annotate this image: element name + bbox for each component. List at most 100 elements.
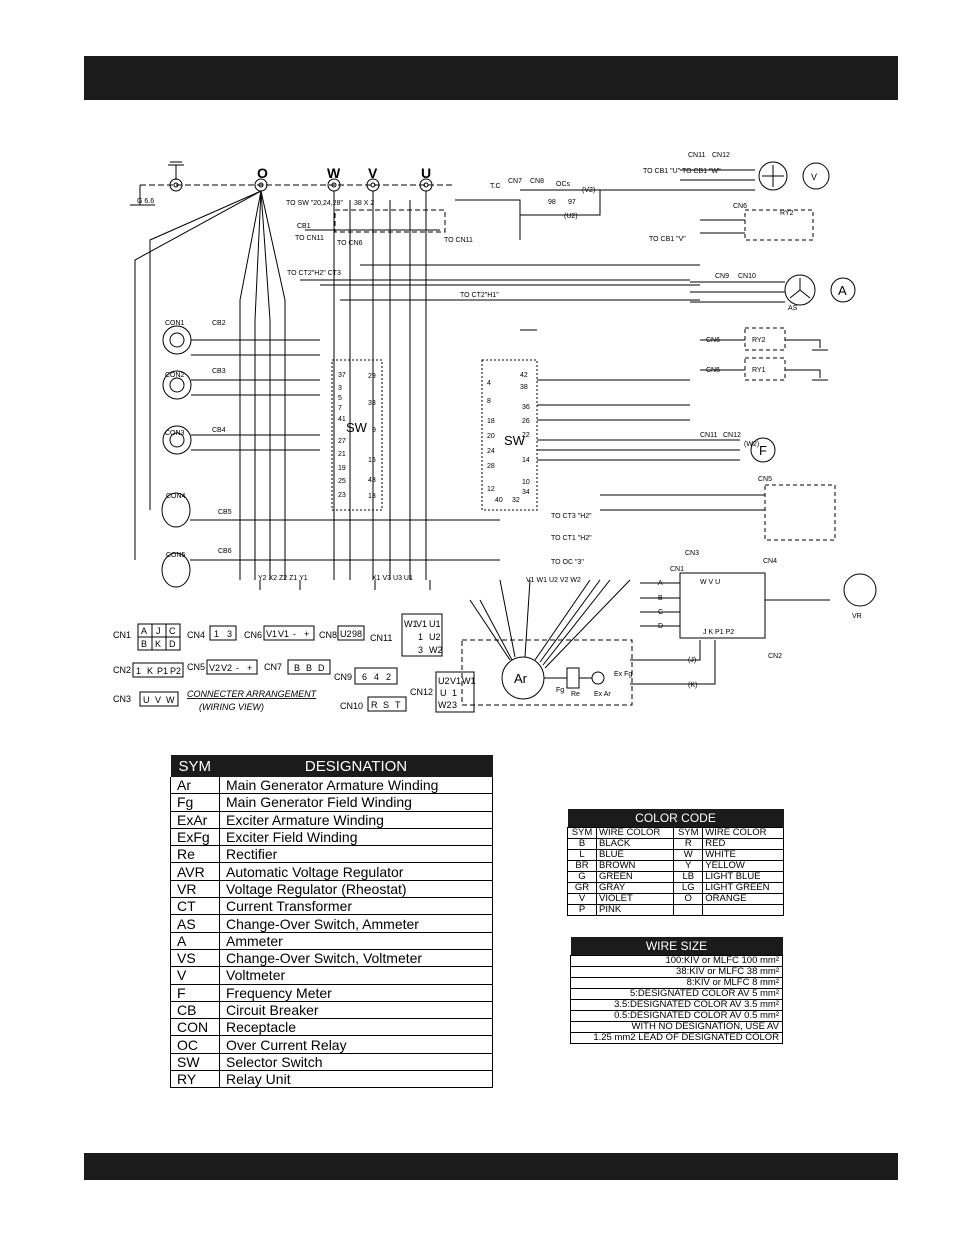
designation-text: Relay Unit: [219, 1070, 493, 1089]
connector-name: CN4: [187, 630, 205, 640]
color-code-sym: LG: [673, 882, 704, 894]
avr-pin-c: C: [658, 609, 663, 616]
wire-size-text: 100:KIV or MLFC 100 mm²: [570, 955, 783, 967]
freq-label: F: [759, 443, 767, 458]
sw-pin: 20: [487, 433, 495, 440]
sw-pin: 14: [522, 457, 530, 464]
connector-cell: W1: [462, 676, 476, 686]
sw-pin: 33: [368, 400, 376, 407]
cn11-mid-label: CN11: [700, 432, 717, 439]
exar-label: Ex Ar: [594, 691, 611, 698]
avr-pin-a: A: [658, 580, 663, 587]
designation-sym: Fg: [170, 793, 220, 812]
connector-cn5: CN5 V2 V2 - +: [187, 659, 258, 675]
connector-cell: J: [156, 626, 161, 636]
to-cb1-note: TO CB1 "U" TO CB1 "W": [643, 168, 721, 175]
wire-size-text: 8:KIV or MLFC 8 mm²: [570, 977, 783, 989]
connector-cell: U2: [438, 676, 450, 686]
connector-name: CN6: [244, 630, 262, 640]
sw-pin: 43: [368, 477, 376, 484]
connector-cell: V2: [209, 663, 220, 673]
color-code-color: LIGHT GREEN: [702, 882, 784, 894]
ocs-label: OCs: [556, 181, 571, 188]
bottom-wires-right: V1 W1 U2 V2 W2: [526, 577, 581, 584]
connector-cn2: CN2 1 K P1 P2: [113, 662, 184, 678]
connector-cn8: CN8 U2 98: [319, 625, 365, 641]
fg-label: Fg: [556, 687, 564, 694]
connector-cell: W2: [438, 700, 452, 710]
wire-size-row: 100:KIV or MLFC 100 mm²: [570, 955, 783, 967]
connector-cell: 98: [352, 629, 362, 639]
terminal-u: U: [421, 165, 431, 181]
terminal-o: O: [257, 165, 268, 181]
cn9-label: CN9: [715, 273, 729, 280]
color-code-color: BROWN: [595, 860, 675, 872]
designation-sym: V: [170, 966, 220, 985]
designation-sym: SW: [170, 1053, 220, 1072]
connector-cell: U: [143, 695, 150, 705]
color-code-header: WIRE COLOR: [702, 827, 784, 839]
connector-cell: S: [383, 700, 389, 710]
connector-cell: P2: [170, 666, 181, 676]
color-code-sym: BR: [567, 860, 597, 872]
connector-name: CN1: [113, 630, 131, 640]
avr-bottom-pins: J K P1 P2: [703, 629, 734, 636]
cb5-label: CB5: [218, 509, 232, 516]
connector-cell: K: [147, 666, 153, 676]
connector-name: CN10: [340, 701, 363, 711]
con3-label: CON3: [165, 430, 185, 437]
connector-cell: 1: [136, 666, 141, 676]
color-code-header-row: SYM WIRE COLOR SYM WIRE COLOR: [567, 827, 784, 839]
wire-size-text: 5:DESIGNATED COLOR AV 5 mm²: [570, 988, 783, 1000]
connector-cell: U1: [429, 619, 441, 629]
ground-label: G 6.6: [137, 198, 154, 205]
sw-right-label: SW: [504, 433, 526, 448]
designation-sym: CB: [170, 1001, 220, 1020]
connector-cell: +: [304, 629, 309, 639]
sw-pin: 3: [338, 385, 342, 392]
connector-cell: A: [141, 626, 147, 636]
designation-sym: CT: [170, 897, 220, 916]
sw-right-pins-right: 42 38 36 26 22 14 10 34 32: [512, 372, 530, 504]
color-code-color: YELLOW: [702, 860, 784, 872]
designation-sym: ExAr: [170, 811, 220, 829]
avr-top-pins: W V U: [700, 579, 720, 586]
con2-label: CON2: [165, 372, 185, 379]
designation-text: Rectifier: [219, 845, 493, 864]
designation-text: Selector Switch: [219, 1053, 493, 1072]
cn7-top-label: CN7: [508, 178, 522, 185]
connector-cell: T: [395, 700, 401, 710]
designation-text: Main Generator Armature Winding: [219, 777, 493, 795]
connector-cell: 1: [418, 632, 423, 642]
connector-cn10: CN10 R S T: [340, 696, 407, 712]
color-code-color: RED: [702, 838, 784, 850]
wire-size-row: 8:KIV or MLFC 8 mm²: [570, 977, 783, 989]
cn8-top-label: CN8: [530, 178, 544, 185]
color-code-color: BLUE: [595, 849, 675, 861]
designation-text: Voltmeter: [219, 966, 493, 985]
diagram-wires: [130, 161, 877, 706]
as-label: AS: [788, 305, 798, 312]
ry1-label: RY1: [752, 367, 766, 374]
color-code-sym: G: [567, 871, 597, 883]
connector-cell: 1: [452, 688, 457, 698]
con4-label: CON4: [166, 493, 186, 500]
cb2-label: CB2: [212, 320, 226, 327]
wire-size-title: WIRE SIZE: [570, 937, 783, 956]
ry2-label: RY2: [752, 337, 766, 344]
to-oc3: TO OC "3": [551, 559, 584, 566]
designation-sym: AVR: [170, 862, 220, 881]
designation-text: Change-Over Switch, Voltmeter: [219, 949, 493, 968]
color-code-header: WIRE COLOR: [595, 827, 675, 839]
tc-label: T.C: [490, 183, 501, 190]
sw-pin: 23: [338, 492, 346, 499]
designation-text: Receptacle: [219, 1018, 493, 1037]
